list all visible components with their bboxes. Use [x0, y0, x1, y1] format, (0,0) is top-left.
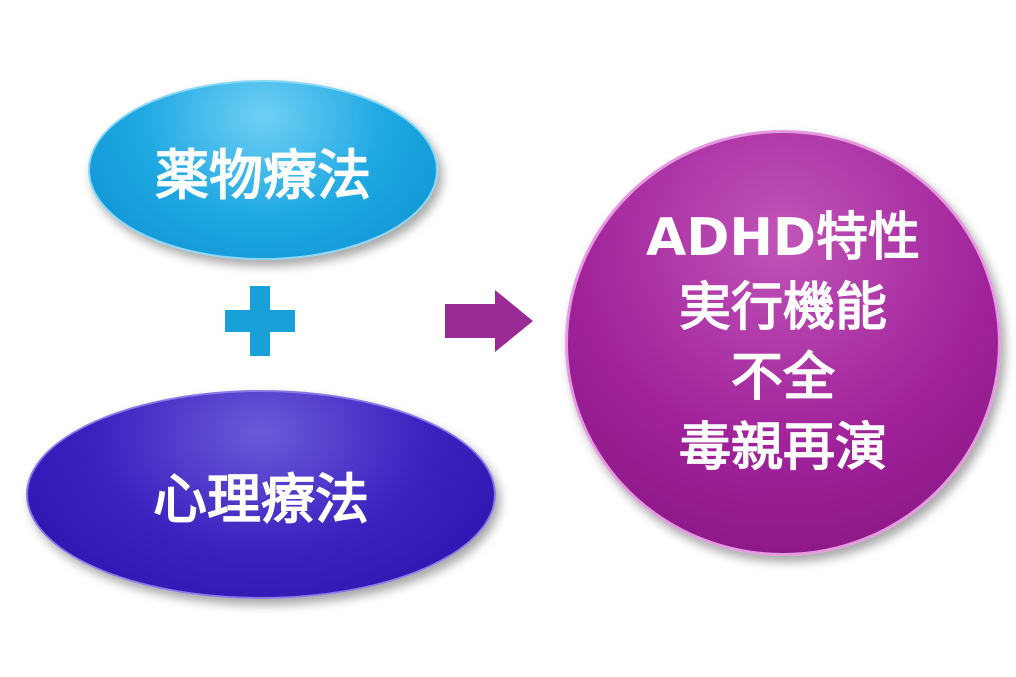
medication-therapy-node: 薬物療法: [88, 80, 438, 260]
psychotherapy-label: 心理療法: [153, 468, 369, 531]
medication-therapy-label: 薬物療法: [155, 143, 371, 207]
arrow-right-icon: [445, 290, 533, 352]
result-line: 実行機能: [678, 278, 887, 338]
result-circle: ADHD特性 実行機能 不全 毒親再演: [565, 130, 1001, 556]
result-line: 毒親再演: [678, 418, 887, 478]
result-line: ADHD特性: [645, 208, 921, 268]
psychotherapy-node: 心理療法: [26, 390, 496, 599]
result-line: 不全: [730, 348, 835, 408]
